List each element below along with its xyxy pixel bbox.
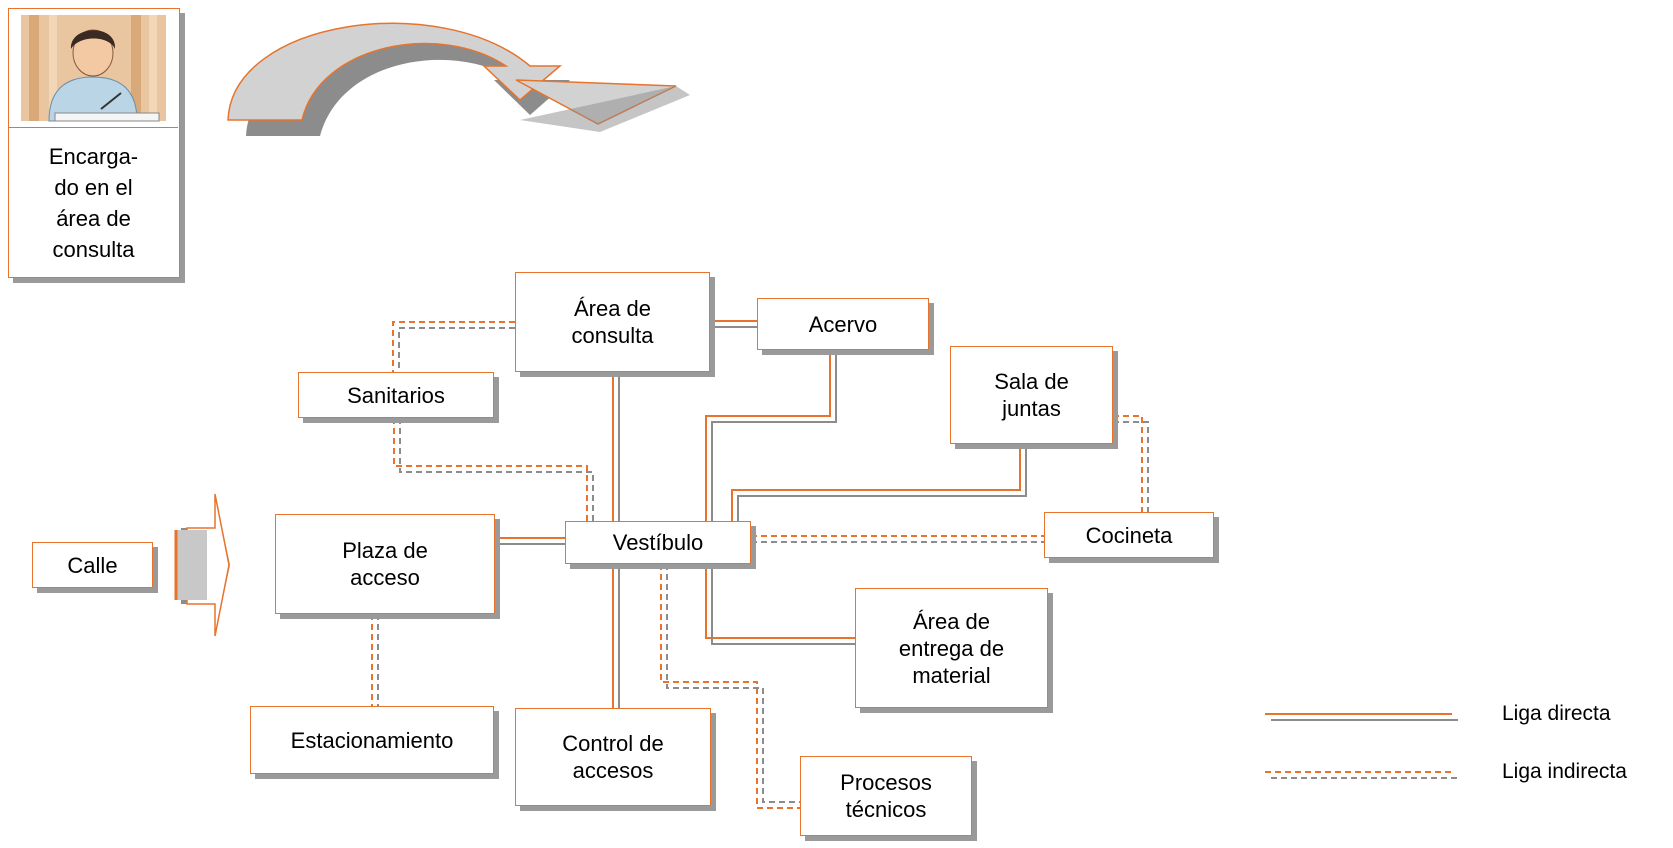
- entry-arrow-icon: [174, 493, 230, 637]
- legend-direct-label: Liga directa: [1502, 702, 1611, 725]
- node-control-accesos: Control de accesos: [515, 708, 711, 806]
- node-area-consulta: Área de consulta: [515, 272, 710, 372]
- node-estacionamiento: Estacionamiento: [250, 706, 494, 774]
- node-cocineta: Cocineta: [1044, 512, 1214, 558]
- node-sanitarios: Sanitarios: [298, 372, 494, 418]
- node-vestibulo: Vestíbulo: [565, 521, 751, 564]
- legend-indirect-label: Liga indirecta: [1502, 760, 1627, 783]
- node-area-entrega: Área de entrega de material: [855, 588, 1048, 708]
- direct-links: [495, 320, 1458, 721]
- node-calle: Calle: [32, 542, 153, 588]
- node-plaza-acceso: Plaza de acceso: [275, 514, 495, 614]
- indirect-links: [371, 321, 1458, 809]
- person-reading-icon: [9, 9, 178, 128]
- node-sala-juntas: Sala de juntas: [950, 346, 1113, 444]
- curved-arrow-icon: [227, 22, 690, 136]
- node-acervo: Acervo: [757, 298, 929, 350]
- node-procesos-tecnicos: Procesos técnicos: [800, 756, 972, 836]
- header-card: Encarga- do en el área de consulta: [8, 8, 180, 278]
- header-caption: Encarga- do en el área de consulta: [48, 144, 139, 262]
